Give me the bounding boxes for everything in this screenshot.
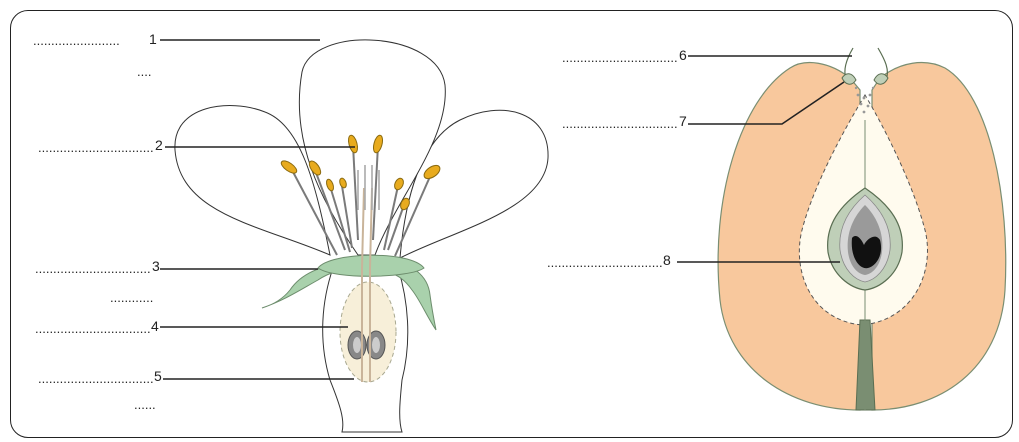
answer-blank-1[interactable]: ........................ [33,34,120,47]
label-number-5: 5 [154,369,162,383]
answer-blank-5[interactable]: ................................ [38,372,154,385]
answer-blank-8[interactable]: ................................ [547,256,663,269]
answer-blank-3[interactable]: ................................ [35,262,151,275]
answer-blank-5-extra[interactable]: ...... [134,398,156,411]
answer-blank-3-extra[interactable]: ............ [110,291,153,304]
label-number-4: 4 [151,319,159,333]
label-number-1: 1 [149,32,157,46]
answer-blank-2[interactable]: ................................ [38,141,154,154]
answer-blank-4[interactable]: ................................ [35,322,151,335]
answer-blank-7[interactable]: ................................ [562,117,678,130]
flower-ovary [340,282,396,382]
label-number-3: 3 [152,259,160,273]
label-number-6: 6 [679,48,687,62]
label-number-7: 7 [679,114,687,128]
answer-blank-1-extra[interactable]: .... [137,65,151,78]
answer-blank-6[interactable]: ................................ [562,51,678,64]
label-number-2: 2 [155,138,163,152]
label-number-8: 8 [663,253,671,267]
